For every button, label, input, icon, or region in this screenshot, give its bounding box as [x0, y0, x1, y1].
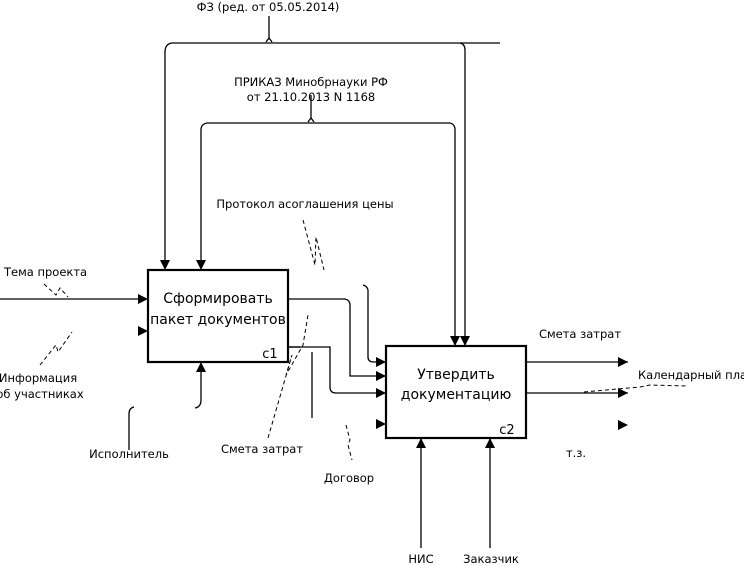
output-label-tz: т.з.	[566, 446, 586, 460]
squiggle-tema	[43, 283, 69, 298]
mechanism-label-zakazchik: Заказчик	[463, 552, 519, 566]
activity-c2-id: c2	[499, 423, 514, 438]
mechanism-label-nis: НИС	[408, 552, 433, 566]
mechanism-label-ispolnitel: Исполнитель	[89, 447, 169, 461]
control-arrow-prikaz-to-c2[interactable]	[449, 122, 460, 346]
output-arrow-smeta[interactable]	[526, 357, 628, 367]
activity-box-c1[interactable]: Сформировать пакет документов c1	[146, 268, 290, 364]
output-label-smeta-bottom: Смета затрат	[221, 442, 303, 456]
input-label-info-line1: Информация	[0, 371, 77, 385]
squiggle-calendar	[583, 384, 689, 393]
mechanism-arrow-nis[interactable]	[416, 438, 426, 548]
activity-box-c2[interactable]: Утвердить документацию c2	[384, 344, 528, 440]
control-arrow-fz-to-c2[interactable]	[459, 42, 470, 346]
control-label-fz: ФЗ (ред. от 05.05.2014)	[197, 0, 340, 14]
label-tick-fz	[265, 16, 273, 43]
control-arrow-prikaz-to-c1[interactable]	[196, 122, 450, 270]
label-tick-prikaz	[307, 95, 315, 123]
mechanism-arrow-ispolnitel[interactable]	[128, 362, 206, 450]
activity-c2-title-line1: Утвердить	[417, 367, 495, 383]
mechanism-arrow-zakazchik[interactable]	[485, 438, 495, 548]
activity-c1-title-line2: пакет документов	[150, 312, 286, 328]
activity-c1-title-line1: Сформировать	[163, 291, 273, 307]
output-label-protocol: Протокол асоглашения цены	[216, 197, 393, 211]
squiggle-info	[39, 331, 73, 366]
output-arrow-calendar[interactable]	[526, 388, 628, 398]
arrow-c1-to-c2-bottom[interactable]	[288, 346, 386, 398]
output-label-calendar: Календарный план	[638, 368, 744, 382]
output-arrow-tz[interactable]	[618, 420, 628, 430]
squiggle-protocol	[302, 219, 325, 271]
activity-c2-title-line2: документацию	[401, 387, 512, 403]
input-label-tema: Тема проекта	[3, 265, 87, 279]
control-label-prikaz-line1: ПРИКАЗ Минобрнауки РФ	[234, 75, 388, 89]
label-dogovor: Договор	[324, 471, 374, 485]
squiggle-dogovor	[345, 424, 353, 461]
arrow-c1-to-c2-top[interactable]	[288, 298, 386, 381]
input-label-info-line2: об участниках	[0, 387, 84, 401]
output-label-smeta: Смета затрат	[539, 327, 621, 341]
activity-c1-id: c1	[262, 347, 277, 362]
input-arrow-info[interactable]	[138, 326, 148, 336]
input-arrow-c2-fourth[interactable]	[376, 419, 386, 429]
arrow-protocol-to-c2[interactable]	[362, 284, 386, 367]
squiggle-smeta-bottom	[267, 314, 309, 439]
input-arrow-tema[interactable]	[0, 294, 148, 304]
control-arrow-fz-to-c1[interactable]	[160, 42, 500, 270]
